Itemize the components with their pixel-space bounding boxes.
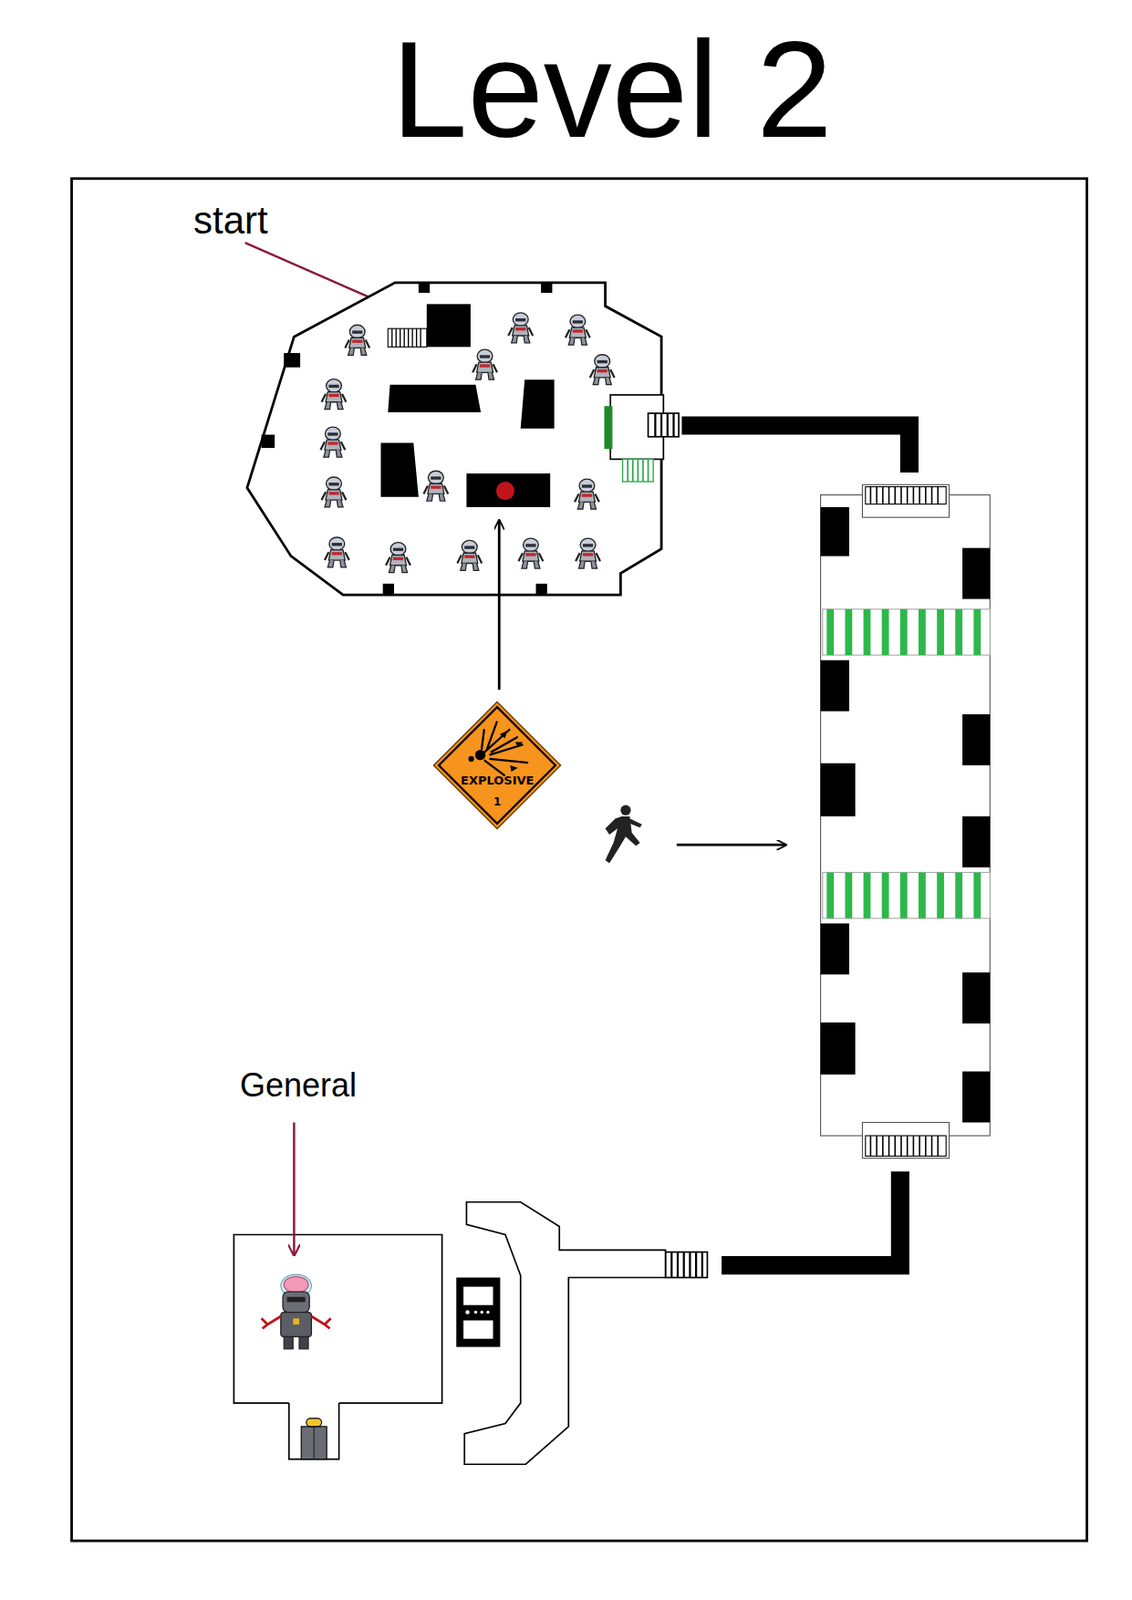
diamond-outline (432, 700, 562, 831)
map-label: start (193, 201, 269, 240)
hazard-word: EXPLOSIVE (460, 774, 534, 787)
map-label: General (239, 1069, 357, 1102)
level-title: Level 2 (391, 20, 833, 158)
hazard-diamond: EXPLOSIVE 1 (432, 700, 562, 831)
hazard-class: 1 (493, 796, 501, 808)
